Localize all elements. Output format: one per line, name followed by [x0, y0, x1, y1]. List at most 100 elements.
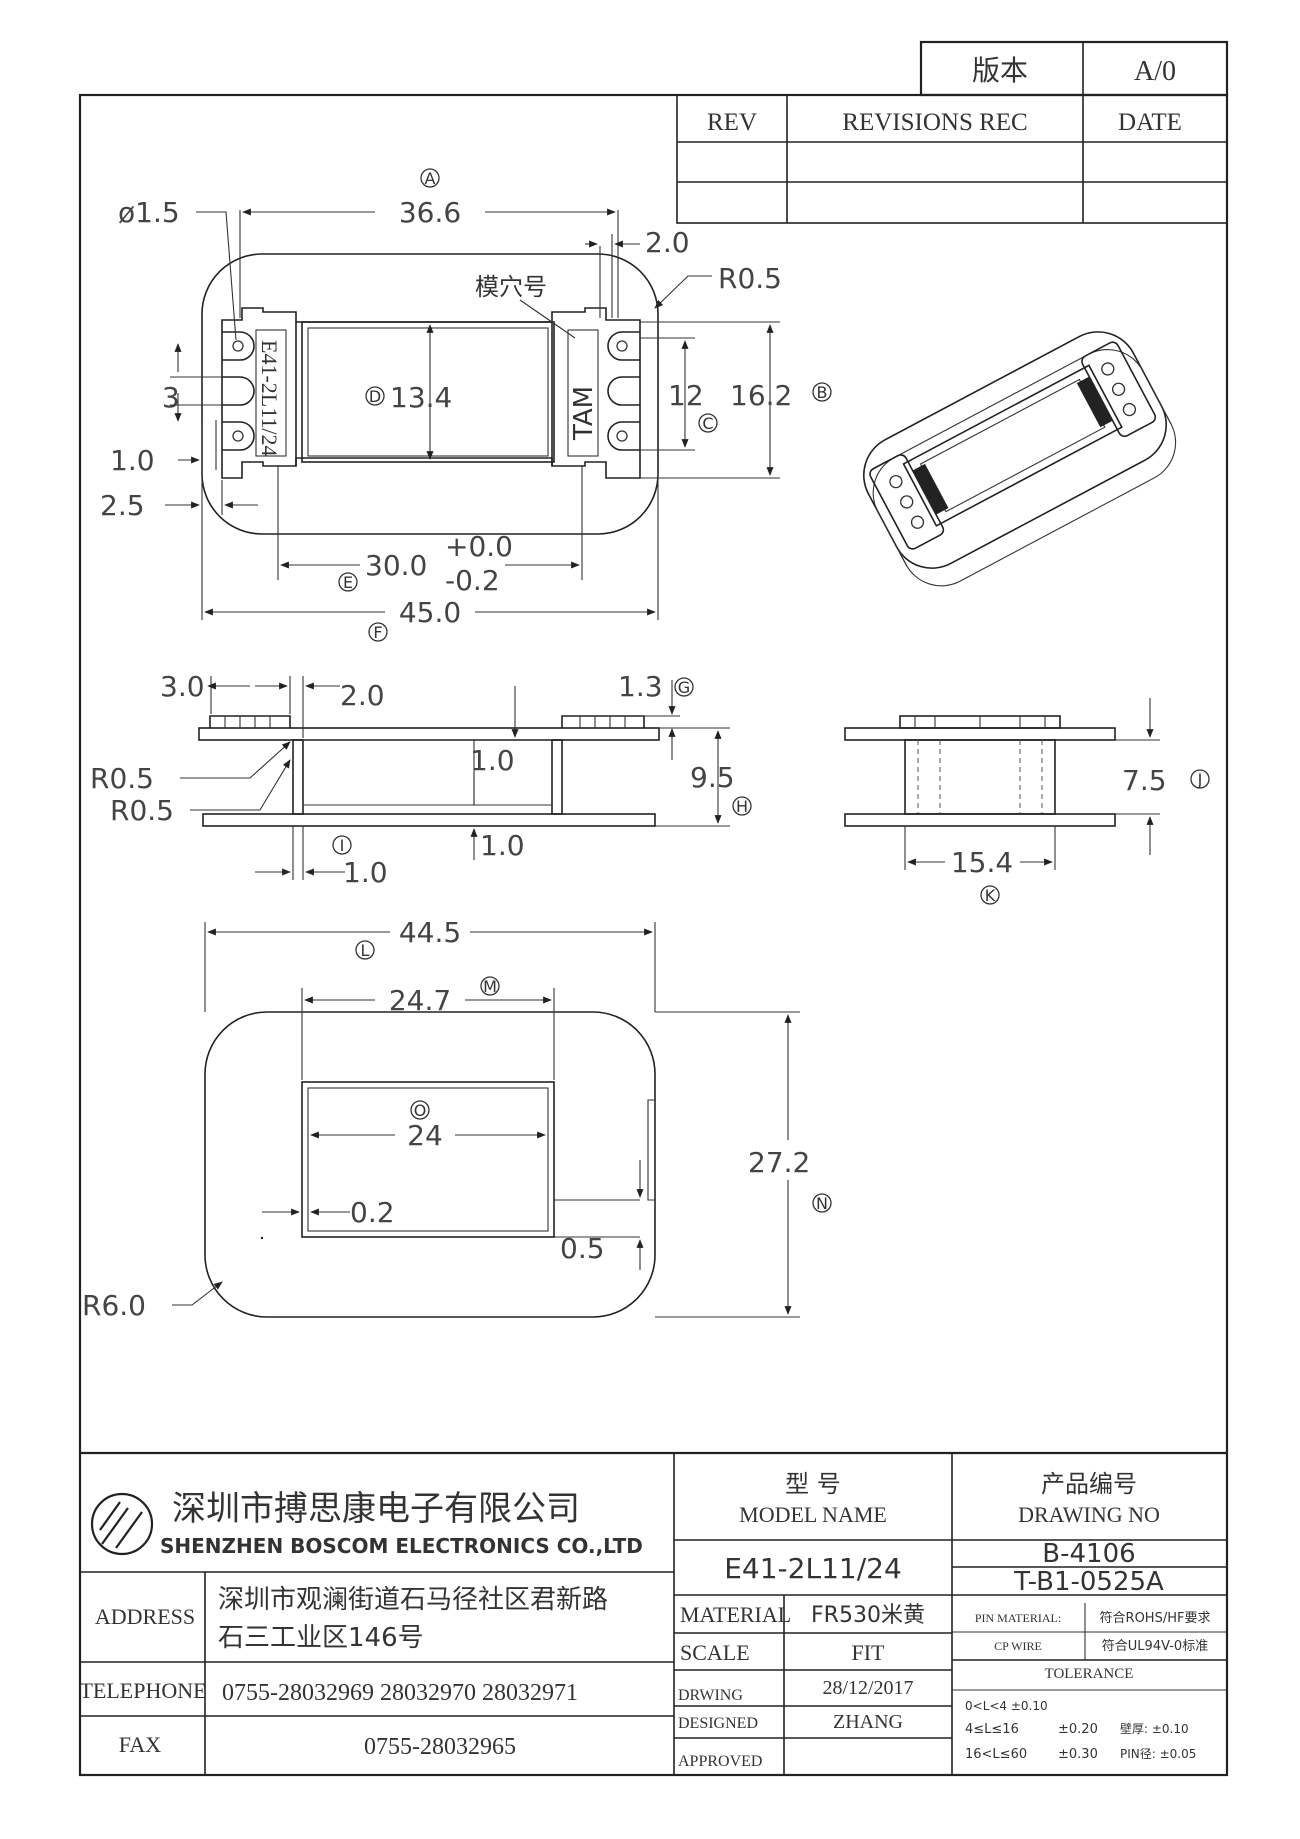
dim-k-tag: K [985, 886, 996, 905]
company-name-en: SHENZHEN BOSCOM ELECTRONICS CO.,LTD [160, 1534, 643, 1558]
dim-pin-pitch: 3 [162, 381, 180, 414]
pin-hole-right-2 [616, 430, 628, 442]
dim-l-tag: L [361, 941, 370, 960]
model-value: E41-2L11/24 [724, 1552, 902, 1585]
dim-slot-gap: 2.0 [645, 226, 690, 259]
designed-label: DESIGNED [678, 1715, 758, 1732]
part-marking: E41-2L11/24 [257, 340, 282, 457]
company-name-cn: 深圳市搏思康电子有限公司 [172, 1489, 580, 1529]
end-view: 7.5 J 15.4 K [844, 698, 1210, 905]
address-line-1: 深圳市观澜街道石马径社区君新路 [218, 1585, 608, 1615]
revisions-table: REV REVISIONS REC DATE [676, 94, 1228, 224]
pin-material-value: 符合ROHS/HF要求 [1100, 1610, 1211, 1626]
dim-j-tag: J [1197, 770, 1203, 789]
bottom-view: 44.5 L 24.7 M 24 O 27.2 N 0.2 0.5 [82, 916, 832, 1322]
designed-value: ZHANG [833, 1711, 903, 1733]
dim-1-0: 1.0 [110, 444, 155, 477]
drawing-no-1: B-4106 [1042, 1539, 1135, 1569]
dim-e-tag: E [343, 573, 353, 592]
cp-wire-value: 符合UL94V-0标准 [1102, 1638, 1208, 1654]
address-line-2: 石三工业区146号 [218, 1623, 424, 1653]
fax-value: 0755-28032965 [364, 1734, 516, 1760]
model-label-cn: 型 号 [785, 1470, 841, 1498]
version-value: A/0 [1134, 56, 1176, 87]
tolerance-row-2-range: 4≤L≤16 [965, 1722, 1019, 1737]
tolerance-row-3-range: 16<L≤60 [965, 1747, 1027, 1762]
drawing-no-label-cn: 产品编号 [1041, 1470, 1137, 1498]
dim-f-value: 45.0 [399, 596, 461, 629]
dim-wall: 1.0 [470, 744, 515, 777]
dim-b-tag: B [817, 383, 828, 402]
rev-header: REV [707, 109, 757, 136]
dim-a-value: 36.6 [399, 196, 461, 229]
cp-wire-label: CP WIRE [994, 1639, 1042, 1653]
pin-hole-left-1 [232, 340, 244, 352]
fax-label: FAX [119, 1732, 161, 1757]
dim-pin-diameter: ø1.5 [118, 196, 180, 229]
approved-label: APPROVED [678, 1753, 762, 1770]
dim-g-tag: G [678, 678, 690, 697]
company-logo [90, 1492, 154, 1556]
dim-j-value: 7.5 [1122, 764, 1167, 797]
date-header: DATE [1118, 109, 1182, 136]
drawing-no-label-en: DRAWING NO [1018, 1502, 1160, 1527]
title-block: 深圳市搏思康电子有限公司 SHENZHEN BOSCOM ELECTRONICS… [79, 1451, 1227, 1775]
drwing-label: DRWING [678, 1687, 743, 1704]
pin-hole-left-2 [232, 430, 244, 442]
tolerance-row-1: 0<L<4 ±0.10 [965, 1699, 1048, 1713]
brand-marking: TAM [569, 386, 599, 441]
dim-n-value: 27.2 [748, 1146, 810, 1179]
address-label: ADDRESS [95, 1604, 195, 1629]
tolerance-row-2-value: ±0.20 [1058, 1722, 1098, 1737]
tolerance-row-3-extra: PIN径: ±0.05 [1120, 1747, 1196, 1761]
material-label: MATERIAL [680, 1602, 791, 1627]
isometric-view [862, 331, 1177, 587]
dim-2-0: 2.0 [340, 679, 385, 712]
pin-hole-right-1 [616, 340, 628, 352]
dim-k-value: 15.4 [951, 846, 1013, 879]
dim-0-2: 0.2 [350, 1196, 395, 1229]
dim-r1: R0.5 [90, 762, 154, 795]
telephone-label: TELEPHONE [79, 1678, 206, 1703]
dim-h-value: 9.5 [690, 761, 735, 794]
dim-bottom-r: R6.0 [82, 1289, 146, 1322]
tolerance-row-2-extra: 壁厚: ±0.10 [1120, 1721, 1189, 1736]
dim-2-5: 2.5 [100, 489, 145, 522]
drawing-no-2: T-B1-0525A [1013, 1567, 1164, 1597]
drwing-value: 28/12/2017 [822, 1677, 913, 1699]
pin-material-label: PIN MATERIAL: [975, 1611, 1061, 1625]
cavity-label: 模穴号 [475, 273, 547, 301]
dim-f-tag: F [373, 623, 382, 642]
drawing-frame [78, 93, 1229, 1777]
dim-c-tag: C [702, 414, 713, 433]
dim-e-value: 30.0 [365, 549, 427, 582]
dim-i-tag: I [340, 836, 345, 855]
dim-0-5: 0.5 [560, 1232, 605, 1265]
dim-e-tol-plus: +0.0 [445, 530, 513, 563]
dim-h-tag: H [736, 797, 748, 816]
dim-r2: R0.5 [110, 794, 174, 827]
dim-l-value: 44.5 [399, 916, 461, 949]
dim-d-tag: D [369, 387, 381, 406]
dim-corner-r: R0.5 [718, 262, 782, 295]
dim-n-tag: N [816, 1194, 828, 1213]
dim-i-value: 1.0 [343, 856, 388, 889]
dim-m-tag: M [483, 977, 497, 996]
scale-label: SCALE [680, 1640, 750, 1665]
dim-b-value: 16.2 [730, 379, 792, 412]
tolerance-label: TOLERANCE [1045, 1666, 1134, 1682]
telephone-value: 0755-28032969 28032970 28032971 [222, 1680, 578, 1706]
revisions-rec-header: REVISIONS REC [842, 109, 1027, 136]
tolerance-row-3-value: ±0.30 [1058, 1747, 1098, 1762]
dim-c-value: 12 [668, 379, 704, 412]
scale-value: FIT [852, 1640, 886, 1665]
dim-o-value: 24 [407, 1119, 443, 1152]
dim-e-tol-minus: -0.2 [445, 564, 500, 597]
dim-o-tag: O [414, 1101, 427, 1120]
model-label-en: MODEL NAME [739, 1502, 887, 1527]
dim-d-value: 13.4 [390, 381, 452, 414]
version-label: 版本 [972, 55, 1028, 87]
dim-a-tag: A [425, 169, 436, 188]
dim-base: 1.0 [480, 829, 525, 862]
dim-m-value: 24.7 [389, 984, 451, 1017]
